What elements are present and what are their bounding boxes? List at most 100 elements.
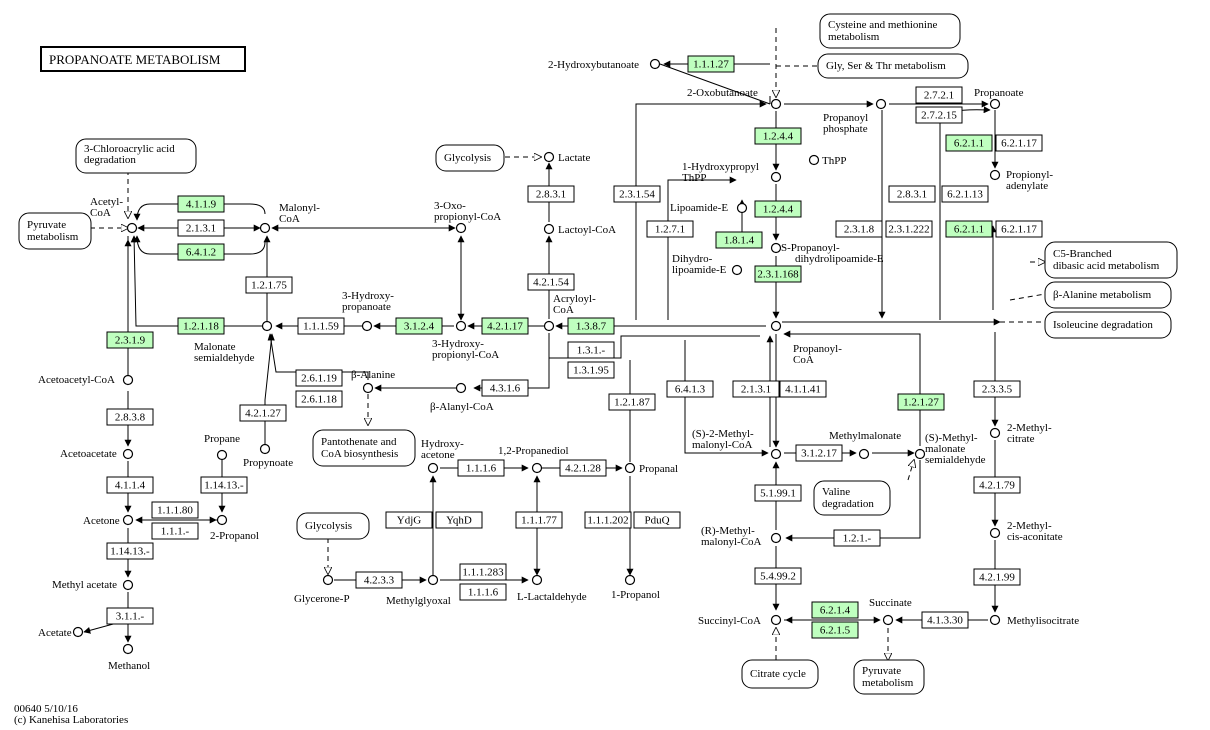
enzyme-e2831[interactable]: 2.8.3.1 — [527, 185, 575, 203]
compound-propynoate[interactable]: Propynoate — [243, 443, 293, 470]
compound-propanoate[interactable]: Propanoate — [974, 87, 1024, 110]
compound-hpropcoa[interactable]: 3-Hydroxy-propionyl-CoA — [432, 320, 499, 362]
enzyme-e111283[interactable]: 1.1.1.283 — [459, 563, 507, 581]
enzyme-e311[interactable]: 3.1.1.- — [106, 607, 154, 625]
compound-smethylmal[interactable]: (S)-2-Methyl-malonyl-CoA — [692, 428, 782, 460]
compound-lactate[interactable]: Lactate — [543, 151, 591, 164]
map-link-betaalamet[interactable]: β-Alanine metabolism — [1044, 281, 1172, 309]
enzyme-e1244a[interactable]: 1.2.4.4 — [754, 127, 802, 145]
compound-dihydrolip[interactable]: Dihydro-lipoamide-E — [672, 253, 743, 276]
compound-hpropanoate[interactable]: 3-Hydroxy-propanoate — [342, 290, 394, 332]
enzyme-e1814[interactable]: 1.8.1.4 — [715, 231, 763, 249]
compound-lactoylcoa[interactable]: Lactoyl-CoA — [543, 223, 617, 236]
enzyme-e11180[interactable]: 1.1.1.80 — [151, 501, 199, 519]
map-link-citrate[interactable]: Citrate cycle — [741, 659, 819, 689]
compound-oxobutanoate[interactable]: 2-Oxobutanoate — [687, 87, 782, 110]
enzyme-e231222[interactable]: 2.3.1.222 — [885, 220, 933, 238]
enzyme-e26119[interactable]: 2.6.1.19 — [295, 369, 343, 387]
enzyme-e23154[interactable]: 2.3.1.54 — [613, 185, 661, 203]
enzyme-e62113[interactable]: 6.2.1.13 — [941, 185, 989, 203]
compound-lactaldehyde[interactable]: L-Lactaldehyde — [517, 574, 587, 604]
enzyme-e41141[interactable]: 4.1.1.41 — [779, 380, 827, 398]
enzyme-e2318[interactable]: 2.3.1.8 — [835, 220, 883, 238]
enzyme-e4233[interactable]: 4.2.3.3 — [355, 571, 403, 589]
enzyme-e111[interactable]: 1.1.1.- — [151, 522, 199, 540]
enzyme-e11177[interactable]: 1.1.1.77 — [515, 511, 563, 529]
compound-propanoylcoa[interactable]: Propanoyl-CoA — [770, 320, 843, 367]
compound-acetate[interactable]: Acetate — [38, 626, 84, 639]
compound-betaalacoa[interactable]: β-Alanyl-CoA — [430, 382, 494, 414]
compound-methylacetate[interactable]: Methyl acetate — [52, 579, 134, 591]
enzyme-e421117[interactable]: 4.2.1.17 — [481, 317, 529, 335]
enzyme-e111202[interactable]: 1.1.1.202 — [584, 511, 632, 529]
enzyme-yqhd[interactable]: YqhD — [435, 511, 483, 529]
compound-propanol1[interactable]: 1-Propanol — [611, 574, 660, 602]
enzyme-e2335[interactable]: 2.3.3.5 — [973, 380, 1021, 398]
map-link-glyserthr[interactable]: Gly, Ser & Thr metabolism — [817, 53, 969, 79]
enzyme-e62117a[interactable]: 6.2.1.17 — [995, 134, 1043, 152]
compound-methylaconitate[interactable]: 2-Methyl-cis-aconitate — [989, 520, 1063, 543]
compound-succinylcoa[interactable]: Succinyl-CoA — [698, 614, 782, 627]
compound-spropanoyl[interactable]: S-Propanoyl-dihydrolipoamide-E — [770, 242, 884, 265]
enzyme-e12175[interactable]: 1.2.1.75 — [245, 276, 293, 294]
enzyme-e12127[interactable]: 1.2.1.27 — [897, 393, 945, 411]
compound-thpp[interactable]: ThPP — [808, 154, 847, 167]
compound-acetylcoa[interactable]: Acetyl-CoA — [90, 196, 138, 234]
compound-propanediol[interactable]: 1,2-Propanediol — [498, 445, 569, 474]
compound-methylglyoxal[interactable]: Methylglyoxal — [386, 574, 451, 608]
enzyme-e12187[interactable]: 1.2.1.87 — [608, 393, 656, 411]
enzyme-e13195[interactable]: 1.3.1.95 — [567, 361, 615, 379]
enzyme-e114132[interactable]: 1.14.13.- — [106, 542, 154, 560]
enzyme-e4119[interactable]: 4.1.1.9 — [177, 195, 225, 213]
compound-malonylcoa[interactable]: Malonyl-CoA — [259, 202, 321, 234]
compound-succinate[interactable]: Succinate — [869, 597, 912, 626]
enzyme-e6214[interactable]: 6.2.1.4 — [811, 601, 859, 619]
enzyme-e6211b[interactable]: 6.2.1.1 — [945, 220, 993, 238]
compound-propane[interactable]: Propane — [204, 433, 240, 461]
enzyme-e4114[interactable]: 4.1.1.4 — [106, 476, 154, 494]
enzyme-e2131a[interactable]: 2.1.3.1 — [177, 219, 225, 237]
enzyme-e42128[interactable]: 4.2.1.28 — [559, 459, 607, 477]
enzyme-e1116b[interactable]: 1.1.1.6 — [459, 583, 507, 601]
map-link-isoleucine[interactable]: Isoleucine degradation — [1044, 311, 1172, 339]
compound-methylisocitrate[interactable]: Methylisocitrate — [989, 614, 1080, 627]
compound-oxoprop[interactable]: 3-Oxo-propionyl-CoA — [434, 200, 501, 234]
enzyme-e42179[interactable]: 4.2.1.79 — [973, 476, 1021, 494]
enzyme-e121[interactable]: 1.2.1.- — [833, 529, 881, 547]
compound-propanol2[interactable]: 2-Propanol — [210, 514, 259, 543]
enzyme-e42154[interactable]: 4.2.1.54 — [527, 273, 575, 291]
enzyme-e62117b[interactable]: 6.2.1.17 — [995, 220, 1043, 238]
enzyme-e1387[interactable]: 1.3.8.7 — [567, 317, 615, 335]
compound-propanal[interactable]: Propanal — [624, 462, 679, 475]
enzyme-e6215[interactable]: 6.2.1.5 — [811, 621, 859, 639]
enzyme-e42199[interactable]: 4.2.1.99 — [973, 568, 1021, 586]
enzyme-e6211a[interactable]: 6.2.1.1 — [945, 134, 993, 152]
compound-hbutanoate[interactable]: 2-Hydroxybutanoate — [548, 58, 661, 71]
enzyme-e3124[interactable]: 3.1.2.4 — [395, 317, 443, 335]
enzyme-e27215[interactable]: 2.7.2.15 — [915, 106, 963, 124]
compound-betaala[interactable]: β-Alanine — [351, 369, 395, 394]
enzyme-e4316[interactable]: 4.3.1.6 — [481, 379, 529, 397]
enzyme-e6413[interactable]: 6.4.1.3 — [666, 380, 714, 398]
enzyme-e114131[interactable]: 1.14.13.- — [200, 476, 248, 494]
enzyme-e11159[interactable]: 1.1.1.59 — [297, 317, 345, 335]
enzyme-e6412[interactable]: 6.4.1.2 — [177, 243, 225, 261]
enzyme-e131[interactable]: 1.3.1.- — [567, 341, 615, 359]
enzyme-e51991[interactable]: 5.1.99.1 — [754, 484, 802, 502]
enzyme-e2319[interactable]: 2.3.1.9 — [106, 331, 154, 349]
compound-lipoamide[interactable]: Lipoamide-E — [670, 202, 748, 214]
enzyme-e1244b[interactable]: 1.2.4.4 — [754, 200, 802, 218]
enzyme-e31217[interactable]: 3.1.2.17 — [795, 444, 843, 462]
compound-acetoacetylcoa[interactable]: Acetoacetyl-CoA — [38, 374, 134, 386]
map-link-glycolysis2[interactable]: Glycolysis — [296, 512, 370, 540]
enzyme-e1116a[interactable]: 1.1.1.6 — [457, 459, 505, 477]
